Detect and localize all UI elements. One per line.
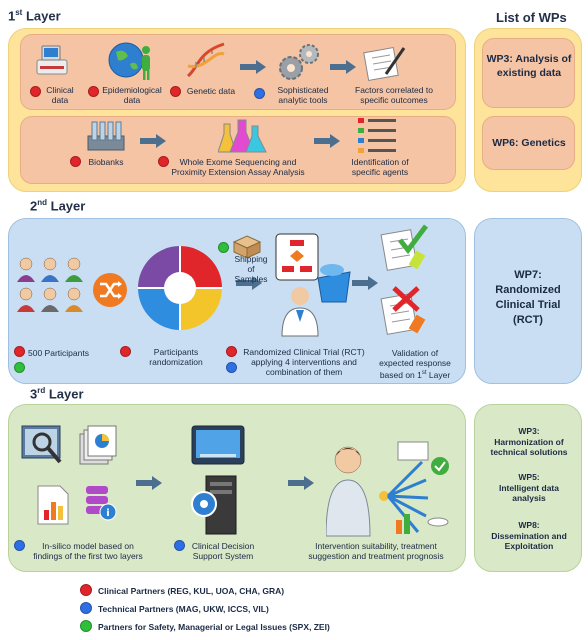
randomization-wheel-icon bbox=[138, 246, 222, 330]
layer3-title: 3rd Layer bbox=[30, 386, 84, 402]
arrow-biobanks-to-wes bbox=[140, 134, 166, 148]
safety-partner-dot bbox=[14, 362, 25, 373]
arrow-wes-to-agents bbox=[314, 134, 340, 148]
server-gear-icon bbox=[191, 475, 237, 535]
shipping-label: Shipping of Samples bbox=[234, 254, 268, 284]
checklist-pen-icon bbox=[363, 47, 406, 81]
biobank-rack-icon bbox=[87, 121, 125, 151]
technical-partner-dot bbox=[174, 540, 185, 551]
wp5-code: WP5: bbox=[518, 472, 540, 482]
wp3-harmonization-code: WP3: bbox=[518, 426, 540, 436]
tablet-icon bbox=[191, 425, 245, 465]
validation-label: Validation of expected response based on… bbox=[379, 348, 451, 380]
legend-safety-label: Partners for Safety, Managerial or Legal… bbox=[98, 622, 330, 632]
technical-partner-dot bbox=[226, 362, 237, 373]
cdss-label: Clinical Decision Support System bbox=[191, 541, 255, 561]
genetic-data-label: Genetic data bbox=[186, 86, 236, 96]
monitor-magnifier-icon bbox=[21, 425, 62, 464]
arrow-rct-to-validation bbox=[352, 276, 378, 290]
legend-technical-label: Technical Partners (MAG, UKW, ICCS, VIL) bbox=[98, 604, 269, 614]
epidemiological-data-label: Epidemiological data bbox=[102, 85, 162, 105]
wes-label: Whole Exome Sequencing and Proximity Ext… bbox=[171, 157, 305, 177]
clinical-partner-dot bbox=[30, 86, 41, 97]
arrow-wheel-to-rct bbox=[236, 276, 262, 290]
wp-list-layer3-panel bbox=[474, 404, 582, 572]
legend-clinical-label: Clinical Partners (REG, KUL, UOA, CHA, G… bbox=[98, 586, 285, 596]
agents-label: Identification of specific agents bbox=[351, 157, 409, 177]
globe-person-icon bbox=[108, 42, 150, 80]
rct-label: Randomized Clinical Trial (RCT) applying… bbox=[243, 347, 365, 377]
clinical-partner-dot bbox=[120, 346, 131, 357]
wp6-genetics-text: WP6: Genetics bbox=[492, 137, 566, 149]
arrow-cdss-to-intervention bbox=[288, 476, 314, 490]
doctor-flowchart-icon bbox=[275, 233, 351, 337]
technical-partner-dot bbox=[254, 88, 265, 99]
arrow-genetic-to-tools bbox=[240, 60, 266, 74]
safety-partner-dot bbox=[218, 242, 229, 253]
analytic-tools-label: Sophisticated analytic tools bbox=[277, 85, 329, 105]
arrow-tools-to-factors bbox=[330, 60, 356, 74]
dna-icon bbox=[186, 42, 225, 78]
clinical-partner-dot bbox=[226, 346, 237, 357]
layer2-title: 2nd Layer bbox=[30, 198, 86, 214]
randomization-label: Participants randomization bbox=[149, 347, 203, 367]
wp5-text: Intelligent data analysis bbox=[499, 483, 559, 503]
clinical-partner-dot bbox=[170, 86, 181, 97]
wp-list-title: List of WPs bbox=[496, 10, 567, 25]
legend-safety-dot bbox=[80, 620, 92, 632]
clinical-partner-dot bbox=[158, 156, 169, 167]
clinical-partner-dot bbox=[88, 86, 99, 97]
wp7-panel bbox=[474, 218, 582, 384]
layer1-title: 1st Layer bbox=[8, 8, 61, 24]
wp8-code: WP8: bbox=[518, 520, 540, 530]
intervention-label: Intervention suitability, treatment sugg… bbox=[308, 541, 444, 561]
clinical-data-label: Clinical data bbox=[46, 85, 74, 105]
legend-technical-dot bbox=[80, 602, 92, 614]
bar-chart-doc-icon bbox=[37, 485, 69, 525]
data-sheets-icon bbox=[79, 425, 117, 465]
wp3-harmonization-text: Harmonization of technical solutions bbox=[490, 437, 568, 457]
wp6-genetics-box bbox=[482, 116, 575, 170]
database-info-icon: i bbox=[86, 486, 117, 521]
wp7-rct-text: WP7: Randomized Clinical Trial (RCT) bbox=[495, 269, 561, 326]
svg-text:i: i bbox=[106, 508, 109, 519]
shuffle-icon bbox=[93, 273, 127, 307]
legend-clinical-dot bbox=[80, 584, 92, 596]
patient-options-icon bbox=[326, 441, 449, 537]
technical-partner-dot bbox=[14, 540, 25, 551]
participants-group-icon bbox=[17, 257, 83, 312]
wp8-text: Dissemination and Exploitation bbox=[491, 531, 567, 551]
factors-label: Factors correlated to specific outcomes bbox=[355, 85, 433, 105]
clinical-device-icon bbox=[36, 45, 68, 75]
wp3-analysis-text: WP3: Analysis of existing data bbox=[486, 53, 572, 79]
gears-icon bbox=[279, 44, 319, 80]
clinical-partner-dot bbox=[14, 346, 25, 357]
sample-box-icon bbox=[232, 235, 262, 258]
insilico-label: In-silico model based on findings of the… bbox=[33, 541, 143, 561]
clinical-partner-dot bbox=[70, 156, 81, 167]
flasks-icon bbox=[218, 119, 267, 153]
wp3-analysis-box bbox=[482, 38, 575, 108]
agents-list-icon bbox=[358, 118, 396, 153]
participants-label: 500 Participants bbox=[28, 348, 89, 358]
validation-cross-icon bbox=[380, 286, 426, 335]
arrow-insilico-to-cdss bbox=[136, 476, 162, 490]
validation-check-icon bbox=[380, 224, 428, 271]
biobanks-label: Biobanks bbox=[88, 157, 124, 167]
